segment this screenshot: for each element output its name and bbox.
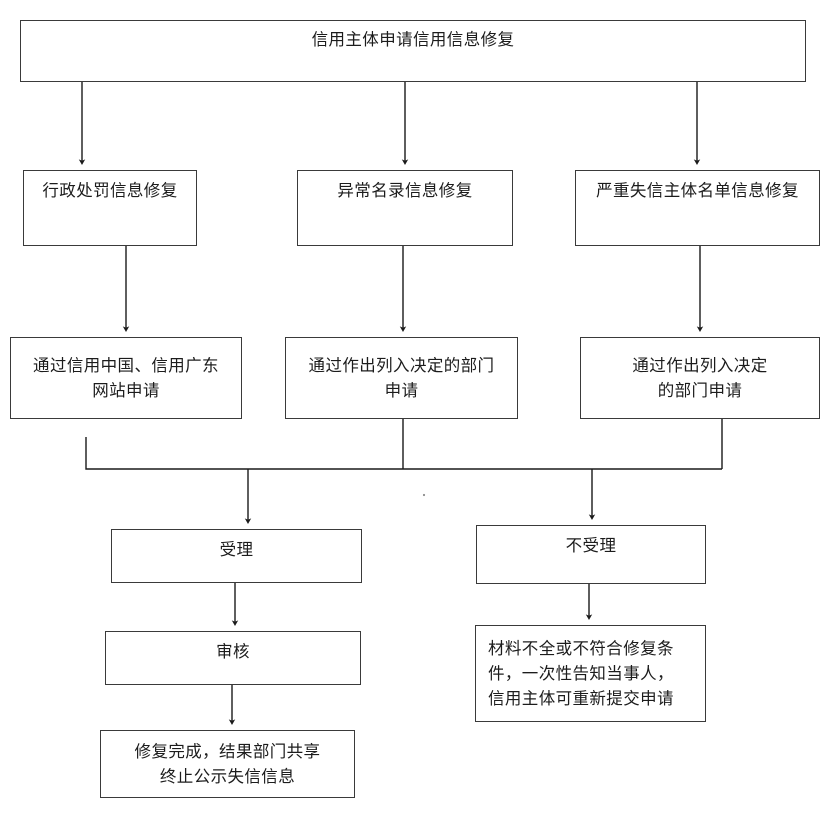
node-abnormal-list: 异常名录信息修复 (297, 170, 513, 246)
node-reject-notice-label: 材料不全或不符合修复条 件，一次性告知当事人， 信用主体可重新提交申请 (488, 638, 674, 709)
node-apply-dept-2: 通过作出列入决定 的部门申请 (580, 337, 820, 419)
node-abnormal-list-label: 异常名录信息修复 (337, 181, 473, 200)
node-admin-penalty: 行政处罚信息修复 (23, 170, 197, 246)
node-complete-label: 修复完成，结果部门共享 终止公示失信信息 (134, 741, 321, 786)
node-review-label: 审核 (216, 642, 250, 661)
node-admin-penalty-label: 行政处罚信息修复 (42, 181, 178, 200)
node-apply-dept-1: 通过作出列入决定的部门 申请 (285, 337, 518, 419)
node-apply-dept-2-label: 通过作出列入决定 的部门申请 (632, 355, 768, 400)
node-accept-label: 受理 (219, 540, 254, 559)
node-start-label: 信用主体申请信用信息修复 (311, 30, 515, 49)
node-reject: 不受理 (476, 525, 706, 584)
node-apply-website-label: 通过信用中国、信用广东 网站申请 (33, 355, 219, 400)
node-review: 审核 (105, 631, 361, 685)
scan-artifact-dot (422, 493, 426, 497)
node-complete: 修复完成，结果部门共享 终止公示失信信息 (100, 730, 355, 798)
node-serious-dishonesty: 严重失信主体名单信息修复 (575, 170, 820, 246)
node-start: 信用主体申请信用信息修复 (20, 20, 806, 82)
node-accept: 受理 (111, 529, 362, 583)
node-reject-label: 不受理 (565, 536, 617, 555)
node-reject-notice: 材料不全或不符合修复条 件，一次性告知当事人， 信用主体可重新提交申请 (475, 625, 706, 722)
edge-merge-bus (85, 437, 722, 470)
node-apply-dept-1-label: 通过作出列入决定的部门 申请 (308, 355, 495, 400)
node-apply-website: 通过信用中国、信用广东 网站申请 (10, 337, 242, 419)
node-serious-dishonesty-label: 严重失信主体名单信息修复 (596, 181, 799, 200)
